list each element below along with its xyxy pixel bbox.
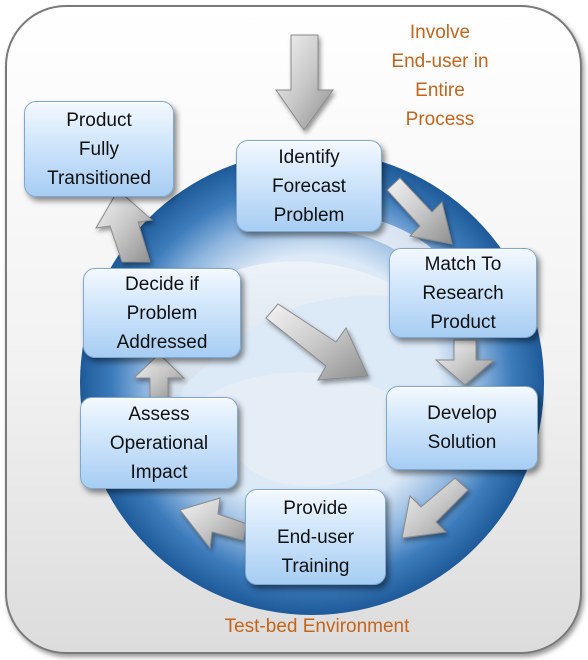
- step-label: Decide if Problem Addressed: [116, 273, 208, 353]
- involve-end-user-note: Involve End-user in Entire Process: [391, 22, 489, 130]
- arrow-match-to-develop: [434, 339, 496, 386]
- arrow-decide-to-develop: [265, 303, 369, 381]
- step-product-fully-transitioned: Product Fully Transitioned: [24, 101, 174, 197]
- arrow-training-to-assess: [179, 497, 248, 550]
- step-label: Match To Research Product: [422, 253, 504, 333]
- step-label: Assess Operational Impact: [109, 403, 209, 483]
- step-assess-operational-impact: Assess Operational Impact: [80, 397, 238, 489]
- step-identify-forecast-problem: Identify Forecast Problem: [236, 140, 382, 232]
- test-bed-environment-label: Test-bed Environment: [224, 616, 410, 637]
- step-provide-end-user-training: Provide End-user Training: [245, 489, 386, 585]
- inner-swirl-lower: [200, 372, 430, 487]
- step-match-to-research-product: Match To Research Product: [389, 248, 537, 338]
- arrow-assess-to-decide: [132, 353, 186, 399]
- entry-arrow: [275, 34, 334, 131]
- step-decide-if-problem-addressed: Decide if Problem Addressed: [83, 268, 241, 358]
- step-label: Provide End-user Training: [276, 497, 355, 577]
- step-develop-solution: Develop Solution: [386, 386, 538, 470]
- arrow-decide-to-transitioned: [95, 189, 154, 263]
- step-label: Develop Solution: [427, 403, 497, 453]
- arrow-develop-to-training: [401, 477, 469, 539]
- step-label: Product Fully Transitioned: [47, 109, 151, 189]
- arrow-identify-to-match: [386, 177, 453, 245]
- step-label: Identify Forecast Problem: [272, 146, 346, 226]
